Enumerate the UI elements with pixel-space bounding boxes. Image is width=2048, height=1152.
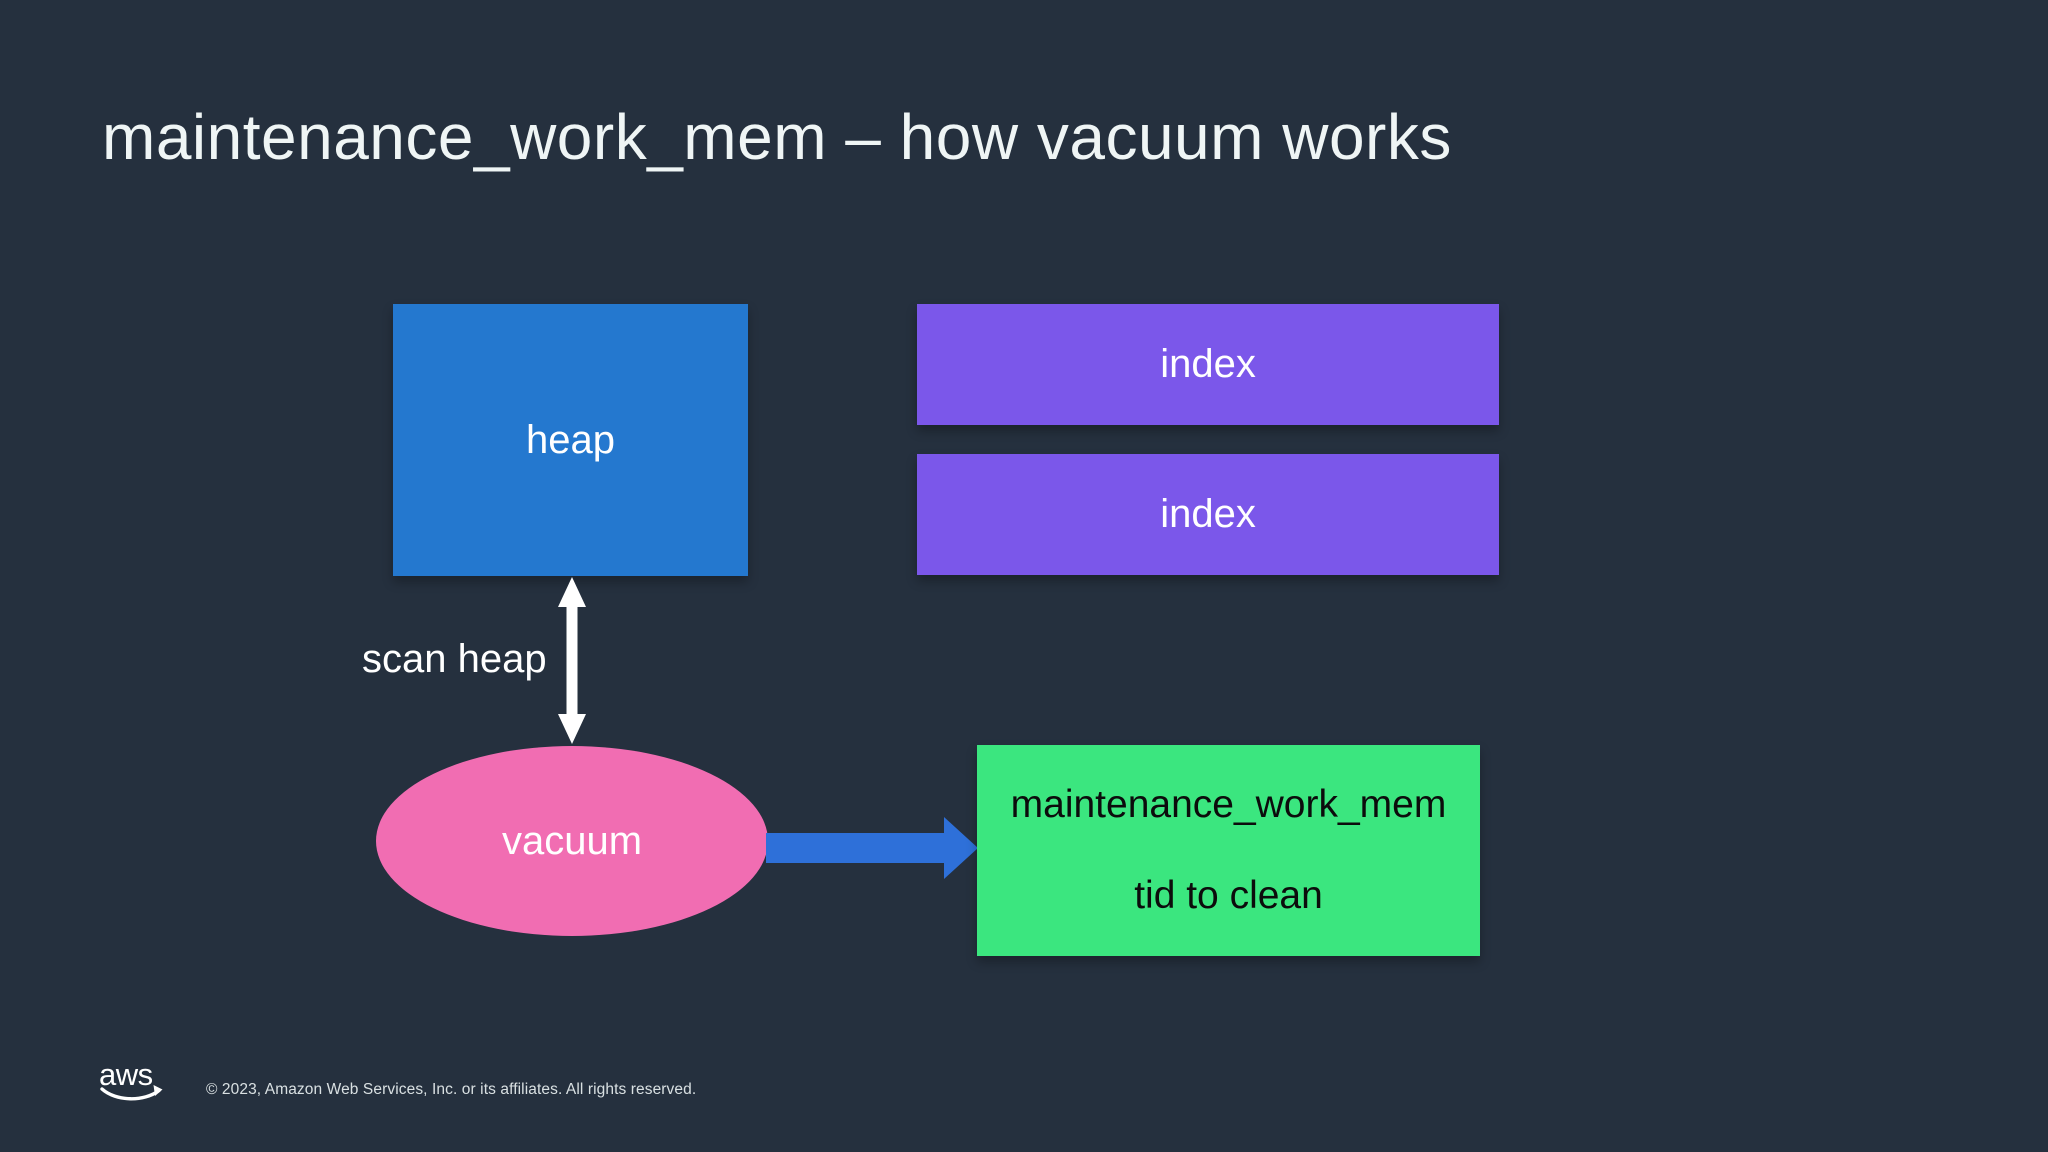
aws-logo-text: aws: [99, 1057, 153, 1092]
aws-logo-icon: aws: [99, 1057, 163, 1101]
heap-node: heap: [393, 304, 748, 576]
slide-title: maintenance_work_mem – how vacuum works: [102, 101, 1452, 173]
index-label-2: index: [1160, 492, 1256, 536]
scan-heap-edge-label: scan heap: [362, 637, 547, 681]
vacuum-label: vacuum: [501, 818, 643, 863]
index-node-1: index: [917, 304, 1499, 425]
vacuum-to-memory-arrow-icon: [766, 817, 978, 879]
tid-to-clean-label: tid to clean: [1134, 874, 1323, 917]
heap-label: heap: [526, 417, 615, 462]
index-node-2: index: [917, 454, 1499, 575]
scan-heap-double-arrow-icon: [558, 577, 586, 744]
maintenance-work-mem-label: maintenance_work_mem: [1010, 783, 1447, 826]
copyright-text: © 2023, Amazon Web Services, Inc. or its…: [206, 1081, 697, 1098]
maintenance-work-mem-node: maintenance_work_mem tid to clean: [977, 745, 1480, 956]
index-label-1: index: [1160, 342, 1256, 386]
vacuum-node: vacuum: [376, 746, 768, 936]
